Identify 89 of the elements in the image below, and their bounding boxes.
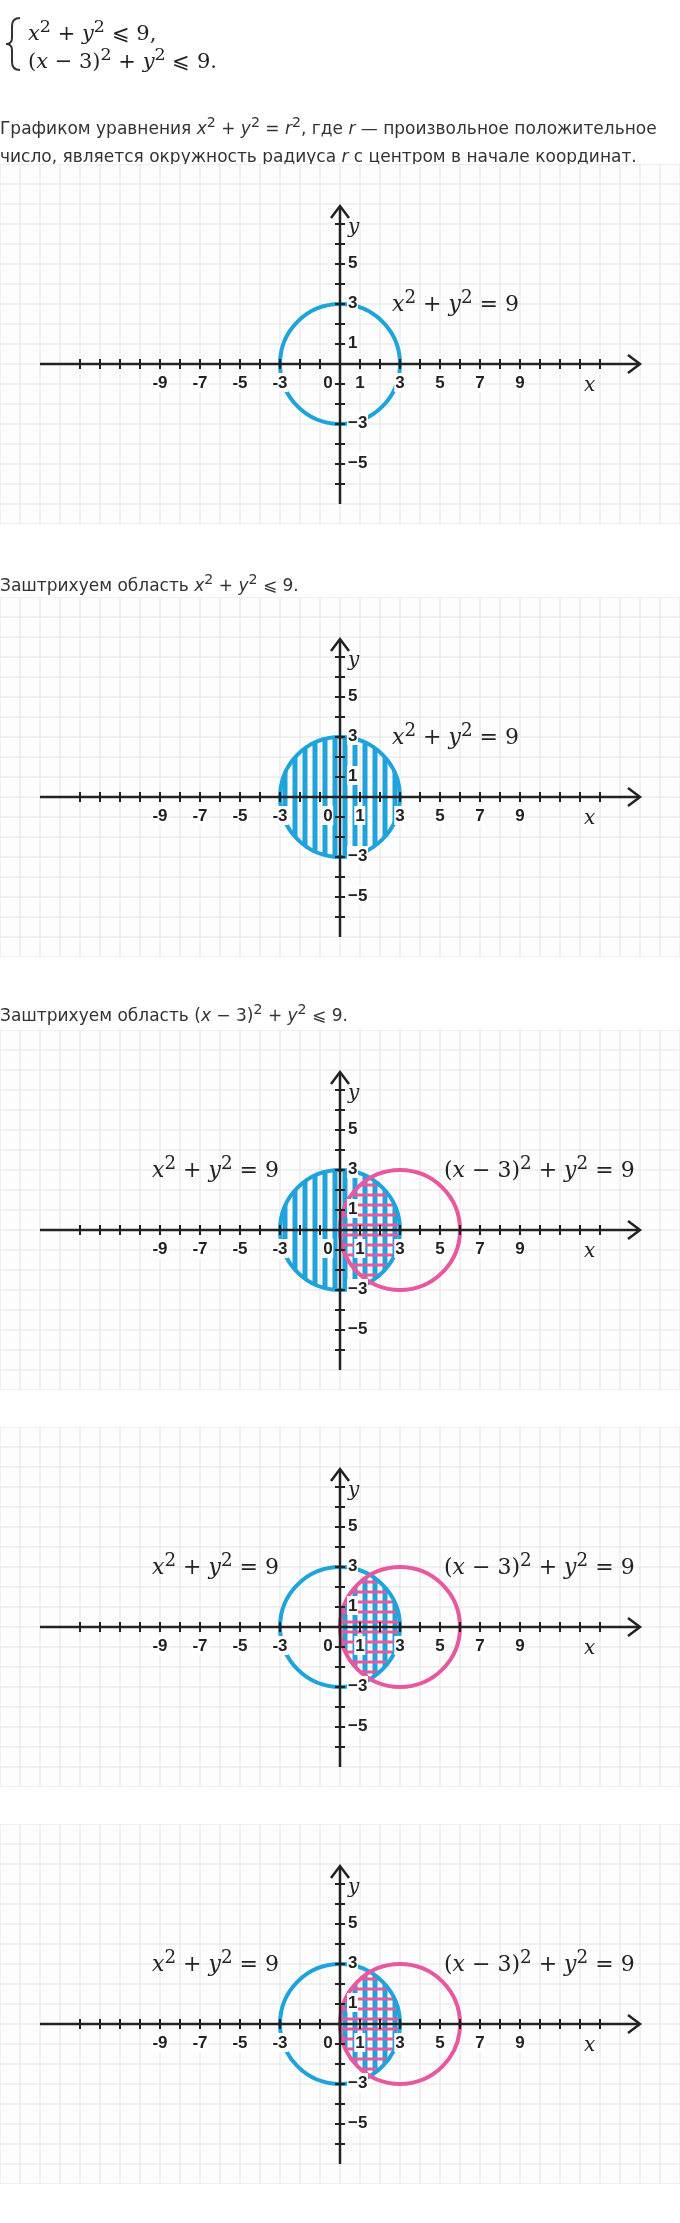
tick-label: 5 [434,1239,446,1258]
tick-label: 7 [474,373,486,392]
tick-label: -5 [231,1636,249,1655]
tick-label: 9 [514,373,526,392]
tick-label: 1 [347,1596,359,1615]
tick-label: 7 [474,1636,486,1655]
tick-label: -9 [151,806,169,825]
inequality: (x − 3)$^{2}$ + y$^{2}$ ⩽ 9. [28,44,218,73]
tick-label: -3 [271,1636,289,1655]
tick-label: -9 [151,373,169,392]
equation-label: (x − 3)$^{2}$ + y$^{2}$ = 9 [444,1152,635,1183]
tick-label: 1 [354,373,366,392]
tick-label: −3 [347,846,369,865]
tick-label: 7 [474,2033,486,2052]
heading-text: Заштрихуем область x$^{2}$ + y$^{2}$ ⩽ 9. [0,570,299,597]
tick-label: 5 [434,1636,446,1655]
axis-label: y [348,1477,360,1501]
tick-label: 9 [514,1636,526,1655]
tick-label: -3 [271,2033,289,2052]
tick-label: 7 [474,1239,486,1258]
tick-label: 1 [354,1636,366,1655]
axis-label: x [584,2032,596,2056]
tick-label: -7 [191,1239,209,1258]
axis-label: y [348,1874,360,1898]
equation-label: x$^{2}$ + y$^{2}$ = 9 [152,1549,280,1580]
tick-label: 1 [354,806,366,825]
inequality: x$^{2}$ + y$^{2}$ ⩽ 9, [28,16,157,45]
tick-label: -3 [271,806,289,825]
tick-label: 5 [434,806,446,825]
tick-label: 9 [514,2033,526,2052]
tick-label: 5 [434,2033,446,2052]
axis-label: y [348,647,360,671]
tick-label: −5 [347,1716,369,1735]
tick-label: -5 [231,1239,249,1258]
tick-label: 3 [394,373,406,392]
tick-label: -7 [191,1636,209,1655]
tick-label: 0 [322,806,334,825]
tick-label: -7 [191,806,209,825]
tick-label: -9 [151,1636,169,1655]
tick-label: -7 [191,373,209,392]
tick-label: 3 [347,1556,359,1575]
axis-label: y [348,1080,360,1104]
tick-label: 3 [347,293,359,312]
tick-label: -3 [271,373,289,392]
equation-label: x$^{2}$ + y$^{2}$ = 9 [152,1152,280,1183]
tick-label: 1 [347,766,359,785]
equation-label: x$^{2}$ + y$^{2}$ = 9 [392,719,520,750]
tick-label: −3 [347,1676,369,1695]
tick-label: -3 [271,1239,289,1258]
tick-label: 1 [354,1239,366,1258]
tick-label: 3 [394,806,406,825]
axis-label: x [584,805,596,829]
tick-label: −5 [347,453,369,472]
tick-label: -9 [151,2033,169,2052]
tick-label: 1 [347,1199,359,1218]
tick-label: -5 [231,373,249,392]
tick-label: 3 [394,1636,406,1655]
axis-label: y [348,214,360,238]
tick-label: 5 [434,373,446,392]
tick-label: −5 [347,886,369,905]
tick-label: -5 [231,806,249,825]
tick-label: 1 [354,2033,366,2052]
tick-label: -7 [191,2033,209,2052]
paragraph: Графиком уравнения x$^{2}$ + y$^{2}$ = r$^{2}$, где r — произвольное положительное число, является окружность радиуса r с центром в начале координат. [0,113,658,168]
tick-label: 7 [474,806,486,825]
tick-label: -9 [151,1239,169,1258]
axis-label: x [584,1238,596,1262]
tick-label: 3 [347,726,359,745]
tick-label: 9 [514,806,526,825]
equation-label: (x − 3)$^{2}$ + y$^{2}$ = 9 [444,1946,635,1977]
tick-label: 3 [347,1953,359,1972]
tick-label: 3 [347,1159,359,1178]
tick-label: -5 [231,2033,249,2052]
equation-label: x$^{2}$ + y$^{2}$ = 9 [152,1946,280,1977]
axis-label: x [584,1635,596,1659]
tick-label: −3 [347,413,369,432]
tick-label: 3 [394,1239,406,1258]
axis-label: x [584,372,596,396]
equation-label: (x − 3)$^{2}$ + y$^{2}$ = 9 [444,1549,635,1580]
tick-label: 1 [347,1993,359,2012]
tick-label: 9 [514,1239,526,1258]
tick-label: 0 [322,1239,334,1258]
tick-label: −3 [347,2073,369,2092]
equation-label: x$^{2}$ + y$^{2}$ = 9 [392,286,520,317]
tick-label: −5 [347,1319,369,1338]
tick-label: 3 [394,2033,406,2052]
heading-text: Заштрихуем область (x − 3)$^{2}$ + y$^{2}$ ⩽ 9. [0,1000,348,1027]
tick-label: −3 [347,1279,369,1298]
tick-label: −5 [347,2113,369,2132]
